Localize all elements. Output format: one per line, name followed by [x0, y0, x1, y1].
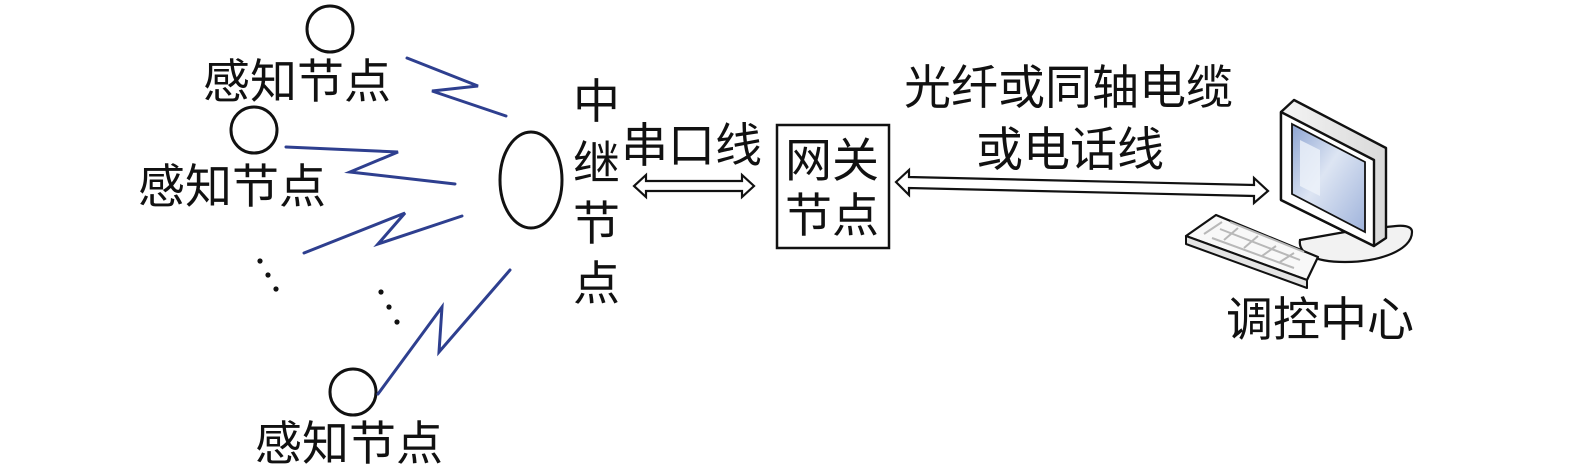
- sensor-node-circle: [229, 105, 279, 155]
- relay-node: 中 继 节 点: [498, 75, 620, 312]
- gateway-node-label-line: 节点: [785, 189, 879, 244]
- more-nodes-ellipsis: [257, 258, 400, 325]
- sensor-node-2: 感知节点: [138, 105, 326, 215]
- ellipsis-dot: [378, 289, 384, 295]
- sensor-node-label: 感知节点: [255, 417, 443, 472]
- ellipsis-dot: [265, 272, 271, 278]
- screen-highlight: [1300, 140, 1320, 196]
- ellipsis-dot: [257, 258, 263, 264]
- sensor-node-label: 感知节点: [138, 160, 326, 215]
- relay-node-label-char: 节: [573, 197, 620, 252]
- sensor-node-3: 感知节点: [255, 367, 443, 472]
- relay-node-label-char: 继: [573, 137, 620, 192]
- relay-node-ellipse: [498, 130, 564, 230]
- serial-link-label: 串口线: [621, 119, 762, 174]
- ellipsis-dot: [273, 286, 279, 292]
- ellipsis-dot: [386, 304, 392, 310]
- ellipsis-dot: [394, 319, 400, 325]
- keyboard-edge: [1185, 235, 1308, 289]
- double-arrow-icon: [632, 172, 756, 200]
- long-distance-link: 光纤或同轴电缆 或电话线: [894, 61, 1270, 206]
- relay-node-label-char: 中: [573, 75, 620, 130]
- long-link-label-line: 或电话线: [976, 123, 1164, 178]
- sensor-node-circle: [328, 367, 378, 417]
- gateway-node: 网关 节点: [775, 123, 891, 250]
- desktop-computer-icon: [1184, 98, 1414, 289]
- sensor-node-circle: [305, 4, 355, 54]
- lightning-bolt-icon: [302, 211, 464, 255]
- control-center: 调控中心: [1184, 98, 1414, 348]
- relay-node-label-char: 点: [573, 257, 620, 312]
- sensor-node-1: 感知节点: [203, 4, 391, 110]
- gateway-node-box: [775, 123, 891, 250]
- gateway-node-label-line: 网关: [785, 134, 879, 189]
- lightning-bolt-icon: [284, 145, 457, 186]
- lightning-bolt-icon: [376, 268, 512, 396]
- sensor-node-label: 感知节点: [203, 55, 391, 110]
- keyboard-keys: [1203, 221, 1305, 269]
- serial-link: 串口线: [621, 119, 762, 200]
- long-link-label-line: 光纤或同轴电缆: [904, 61, 1233, 116]
- lightning-bolt-icon: [405, 56, 508, 118]
- control-center-label: 调控中心: [1226, 293, 1414, 348]
- double-arrow-icon: [894, 167, 1270, 206]
- wireless-links: [284, 56, 512, 396]
